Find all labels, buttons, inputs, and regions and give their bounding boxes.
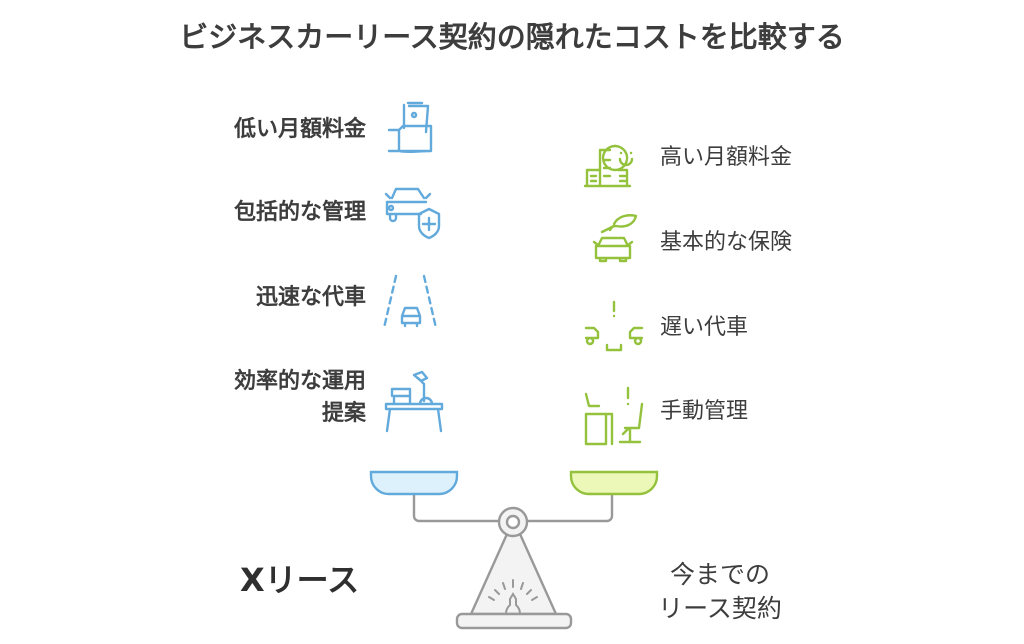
light-icon (488, 579, 538, 615)
left-item-label: 低い月額料金 (233, 117, 366, 142)
right-item-label: 遅い代車 (660, 315, 749, 340)
left-option-name: Xリース (240, 561, 360, 599)
right-item-label: 基本的な保険 (660, 230, 793, 255)
right-pan (569, 470, 659, 496)
right-option-name: 今までの リース契約 (630, 558, 810, 626)
scale-base (455, 612, 573, 630)
car-shield-icon (384, 187, 441, 240)
right-item-label: 高い月額料金 (660, 145, 793, 170)
left-item-label: 包括的な管理 (233, 200, 366, 225)
right-item-label: 手動管理 (660, 399, 749, 424)
cars-alert-icon (584, 300, 644, 352)
right-option-name-line2: リース契約 (658, 594, 782, 623)
left-item-label-line1: 効率的な運用 (233, 369, 366, 394)
desk-chair-alert-icon (584, 386, 644, 446)
left-item-label: 効率的な運用 提案 (234, 366, 366, 430)
desk-lamp-books-icon (384, 370, 444, 433)
hand-holding-phone-icon (387, 101, 433, 154)
right-option-name-line1: 今までの (669, 560, 770, 589)
scale-stand (469, 532, 558, 616)
left-item-label: 迅速な代車 (255, 285, 366, 310)
car-on-road-icon (382, 274, 438, 330)
scale-beam (412, 494, 614, 523)
left-item-label-line2: 提案 (321, 401, 366, 426)
building-smiley-icon (583, 144, 634, 188)
car-leaf-icon (592, 214, 638, 263)
left-pan (369, 470, 459, 496)
page-title: ビジネスカーリース契約の隠れたコストを比較する (179, 20, 845, 54)
